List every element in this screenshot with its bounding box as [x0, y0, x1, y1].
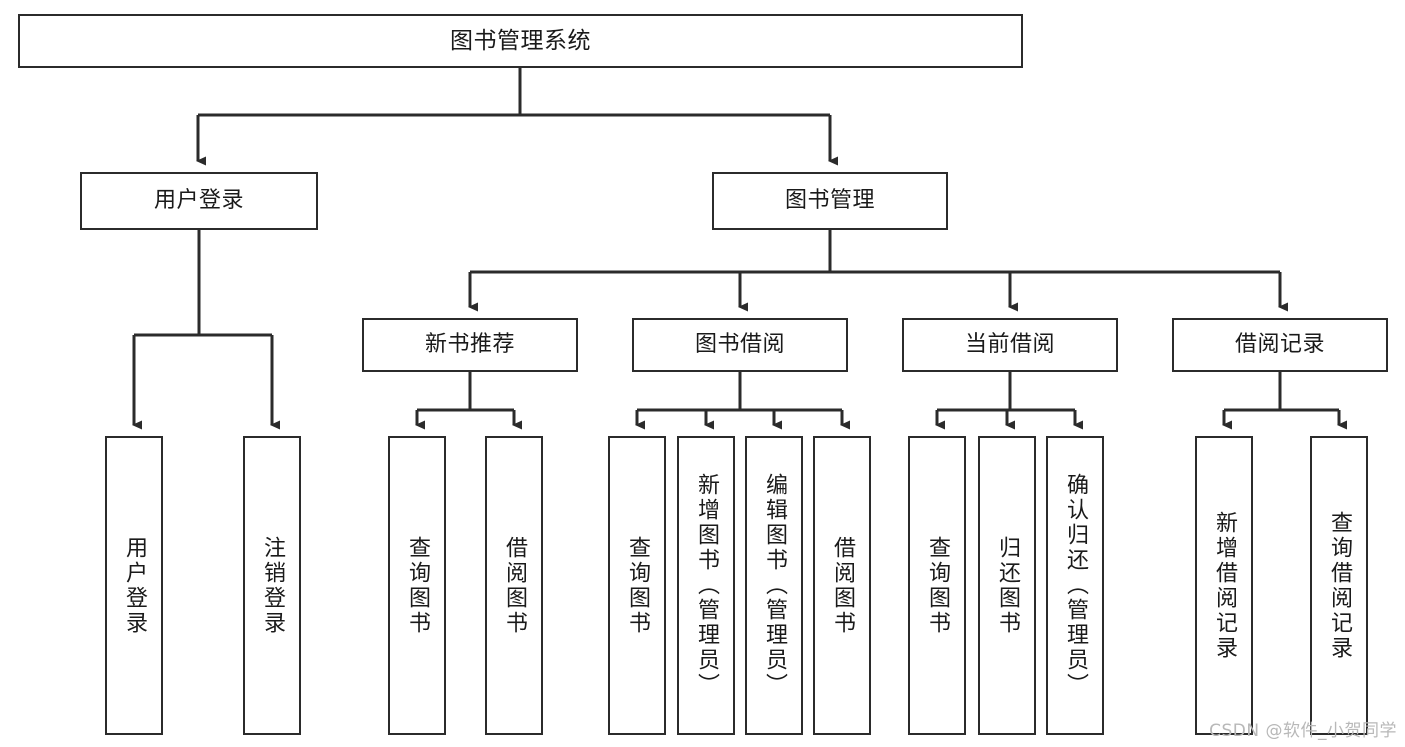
node-label: 借阅图书 [502, 535, 527, 636]
node-leaf-edit-book-admin[interactable]: 编辑图书（管理员） [745, 436, 803, 735]
node-label: 查询图书 [625, 535, 650, 636]
node-label: 图书管理系统 [450, 27, 591, 54]
node-book-manage[interactable]: 图书管理 [712, 172, 948, 230]
node-label: 查询图书 [925, 535, 950, 636]
connector-lines [132, 68, 1347, 430]
node-leaf-add-book-admin[interactable]: 新增图书（管理员） [677, 436, 735, 735]
node-label: 借阅记录 [1234, 332, 1325, 358]
node-user-login[interactable]: 用户登录 [80, 172, 318, 230]
node-label: 新书推荐 [424, 332, 515, 358]
node-label: 图书借阅 [694, 332, 785, 358]
node-label: 当前借阅 [964, 332, 1055, 358]
node-label: 借阅图书 [830, 535, 855, 636]
node-leaf-borrow-book[interactable]: 借阅图书 [813, 436, 871, 735]
node-leaf-return-book[interactable]: 归还图书 [978, 436, 1036, 735]
node-leaf-query-book-current[interactable]: 查询图书 [908, 436, 966, 735]
node-leaf-query-book-rec[interactable]: 查询图书 [388, 436, 446, 735]
node-label: 归还图书 [995, 535, 1020, 636]
node-current-borrow[interactable]: 当前借阅 [902, 318, 1118, 372]
node-label: 查询借阅记录 [1327, 510, 1352, 661]
node-label: 新增借阅记录 [1212, 510, 1237, 661]
node-label: 图书管理 [784, 188, 875, 214]
node-leaf-query-book-borrow[interactable]: 查询图书 [608, 436, 666, 735]
node-label: 新增图书（管理员） [694, 473, 719, 698]
node-label: 确认归还（管理员） [1063, 473, 1088, 698]
node-leaf-query-borrow-record[interactable]: 查询借阅记录 [1310, 436, 1368, 735]
node-new-book-recommend[interactable]: 新书推荐 [362, 318, 578, 372]
node-root-图书管理系统[interactable]: 图书管理系统 [18, 14, 1023, 68]
node-leaf-add-borrow-record[interactable]: 新增借阅记录 [1195, 436, 1253, 735]
node-borrow-record[interactable]: 借阅记录 [1172, 318, 1388, 372]
node-label: 编辑图书（管理员） [762, 473, 787, 698]
node-leaf-confirm-return-admin[interactable]: 确认归还（管理员） [1046, 436, 1104, 735]
node-book-borrow[interactable]: 图书借阅 [632, 318, 848, 372]
node-leaf-user-login[interactable]: 用户登录 [105, 436, 163, 735]
node-label: 注销登录 [260, 535, 285, 636]
node-label: 用户登录 [153, 188, 244, 214]
node-label: 查询图书 [405, 535, 430, 636]
node-label: 用户登录 [122, 535, 147, 636]
node-leaf-borrow-book-rec[interactable]: 借阅图书 [485, 436, 543, 735]
node-leaf-logout[interactable]: 注销登录 [243, 436, 301, 735]
